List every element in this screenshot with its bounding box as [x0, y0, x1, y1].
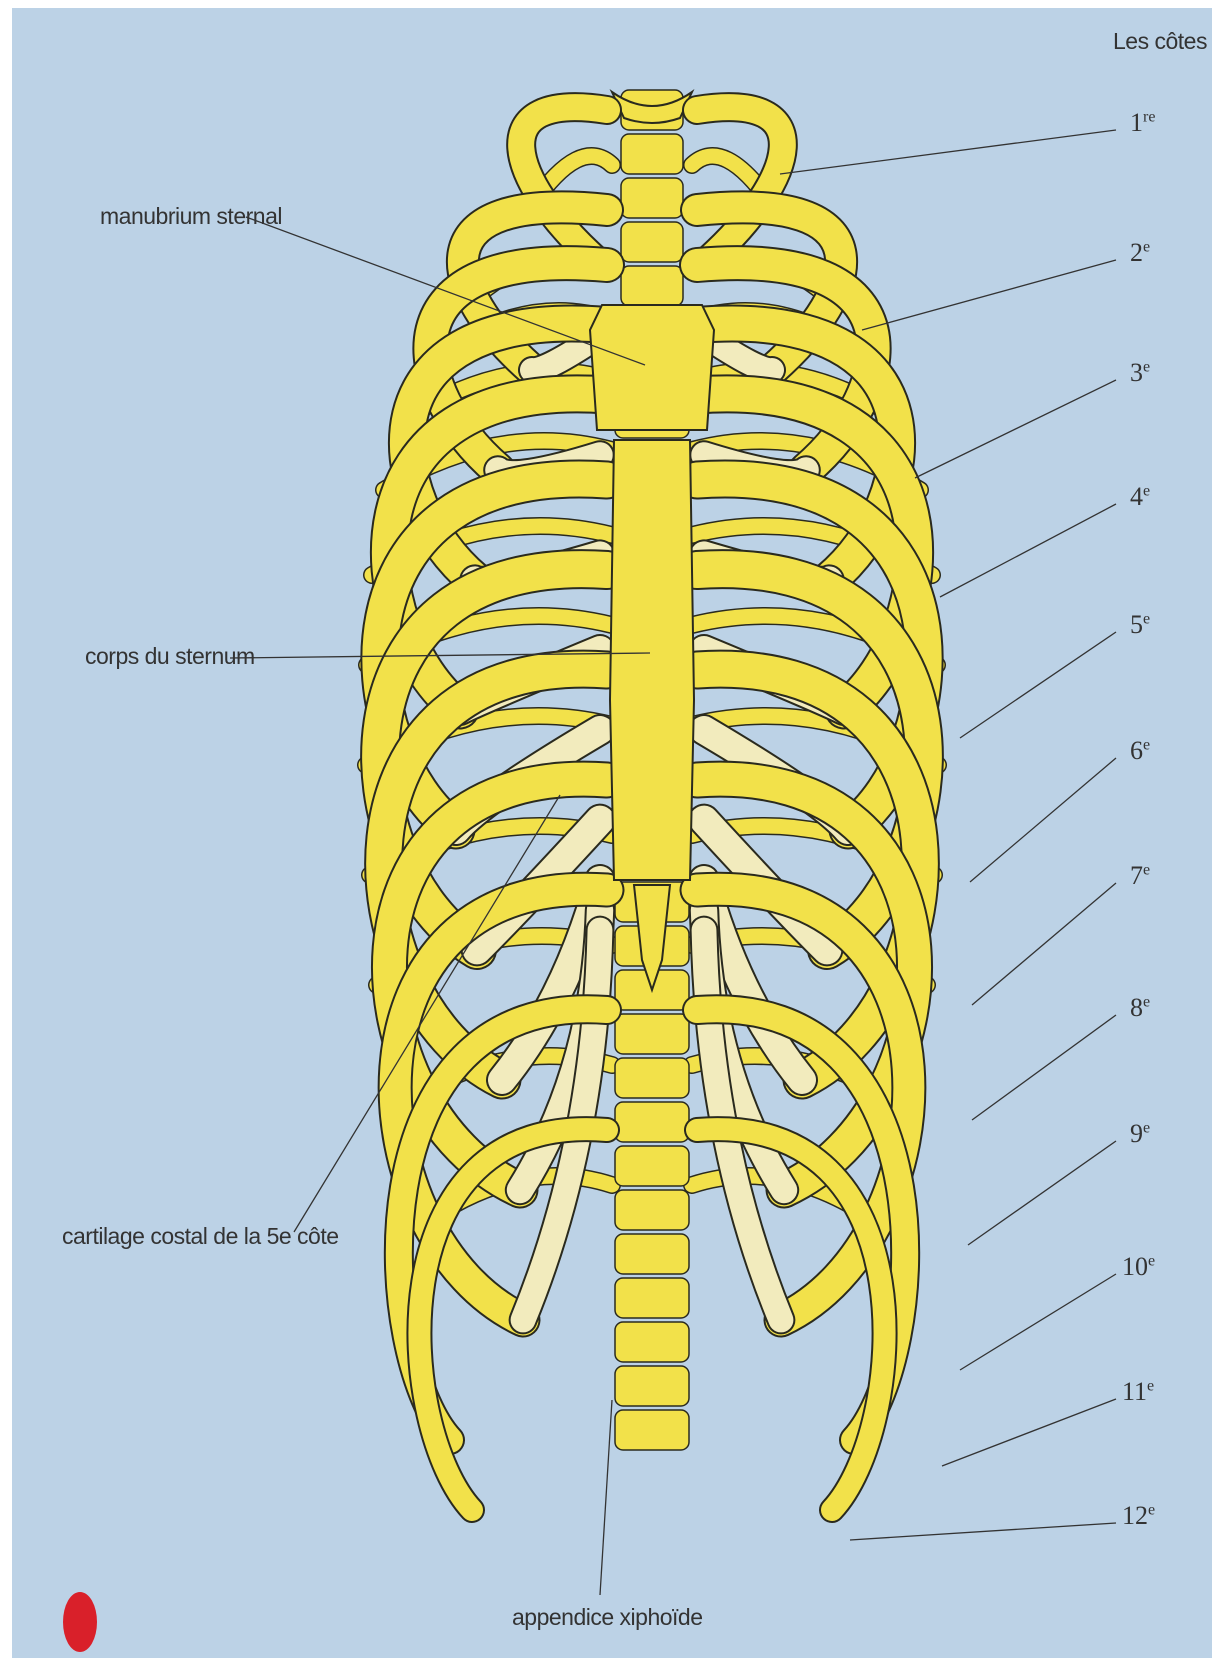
- rib-label-5: 5e: [1130, 610, 1150, 640]
- rib-label-suffix: e: [1143, 1119, 1150, 1136]
- rib-label-number: 6: [1130, 736, 1143, 765]
- red-page-marker: [63, 1592, 97, 1652]
- leader-rib-4: [940, 504, 1116, 597]
- rib-label-number: 9: [1130, 1119, 1143, 1148]
- rib-label-suffix: e: [1143, 993, 1150, 1010]
- rib-label-suffix: e: [1143, 610, 1150, 627]
- leader-rib-7: [972, 883, 1116, 1005]
- rib-label-suffix: e: [1147, 1377, 1154, 1394]
- rib-label-2: 2e: [1130, 238, 1150, 268]
- vertebra: [615, 1146, 689, 1186]
- label-cartilage-costal: cartilage costal de la 5e côte: [62, 1223, 339, 1250]
- rib-label-11: 11e: [1122, 1377, 1154, 1407]
- rib-label-number: 3: [1130, 358, 1143, 387]
- manubrium: [590, 305, 714, 430]
- vertebra: [621, 178, 683, 218]
- leader-rib-2: [862, 260, 1116, 330]
- vertebra: [615, 1058, 689, 1098]
- rib-label-suffix: e: [1143, 736, 1150, 753]
- leader-rib-12: [850, 1523, 1116, 1540]
- rib-label-suffix: e: [1148, 1252, 1155, 1269]
- rib-label-1: 1re: [1130, 108, 1155, 138]
- leader-rib-9: [968, 1141, 1116, 1245]
- leader-xiphoid: [600, 1400, 612, 1595]
- vertebra: [615, 1410, 689, 1450]
- vertebra: [621, 222, 683, 262]
- sternum-body: [610, 440, 694, 880]
- vertebra: [615, 1014, 689, 1054]
- rib-label-number: 5: [1130, 610, 1143, 639]
- rib-1-fill: [697, 107, 783, 260]
- label-appendice-xiphoide: appendice xiphoïde: [512, 1604, 703, 1631]
- vertebra: [615, 1322, 689, 1362]
- vertebra: [615, 1278, 689, 1318]
- leader-rib-10: [960, 1274, 1116, 1370]
- rib-label-suffix: e: [1143, 482, 1150, 499]
- rib-label-number: 11: [1122, 1377, 1147, 1406]
- vertebra: [615, 1234, 689, 1274]
- rib-label-suffix: e: [1143, 238, 1150, 255]
- rib-label-number: 2: [1130, 238, 1143, 267]
- rib-label-10: 10e: [1122, 1252, 1155, 1282]
- rib-label-number: 12: [1122, 1501, 1148, 1530]
- rib-label-4: 4e: [1130, 482, 1150, 512]
- rib-label-6: 6e: [1130, 736, 1150, 766]
- rib-label-number: 1: [1130, 108, 1143, 137]
- leader-rib-6: [970, 758, 1116, 882]
- rib-label-suffix: e: [1148, 1501, 1155, 1518]
- rib-label-number: 8: [1130, 993, 1143, 1022]
- rib-1-fill: [521, 107, 607, 260]
- title-label: Les côtes: [1113, 28, 1207, 55]
- label-manubrium-sternal: manubrium sternal: [100, 203, 282, 230]
- vertebra: [615, 1366, 689, 1406]
- rib-label-7: 7e: [1130, 861, 1150, 891]
- leader-rib-5: [960, 632, 1116, 738]
- label-corps-du-sternum: corps du sternum: [85, 643, 255, 670]
- rib-label-number: 7: [1130, 861, 1143, 890]
- rib-label-suffix: e: [1143, 358, 1150, 375]
- leader-rib-8: [972, 1015, 1116, 1120]
- vertebra: [621, 134, 683, 174]
- rib-label-suffix: e: [1143, 861, 1150, 878]
- rib-label-suffix: re: [1143, 108, 1155, 125]
- leader-rib-1: [780, 130, 1116, 174]
- vertebra: [615, 1102, 689, 1142]
- rib-label-number: 10: [1122, 1252, 1148, 1281]
- rib-label-9: 9e: [1130, 1119, 1150, 1149]
- rib-label-number: 4: [1130, 482, 1143, 511]
- leader-rib-3: [915, 380, 1116, 478]
- rib-label-3: 3e: [1130, 358, 1150, 388]
- vertebra: [615, 1190, 689, 1230]
- rib-label-12: 12e: [1122, 1501, 1155, 1531]
- rib-label-8: 8e: [1130, 993, 1150, 1023]
- leader-rib-11: [942, 1399, 1116, 1466]
- vertebra: [621, 266, 683, 306]
